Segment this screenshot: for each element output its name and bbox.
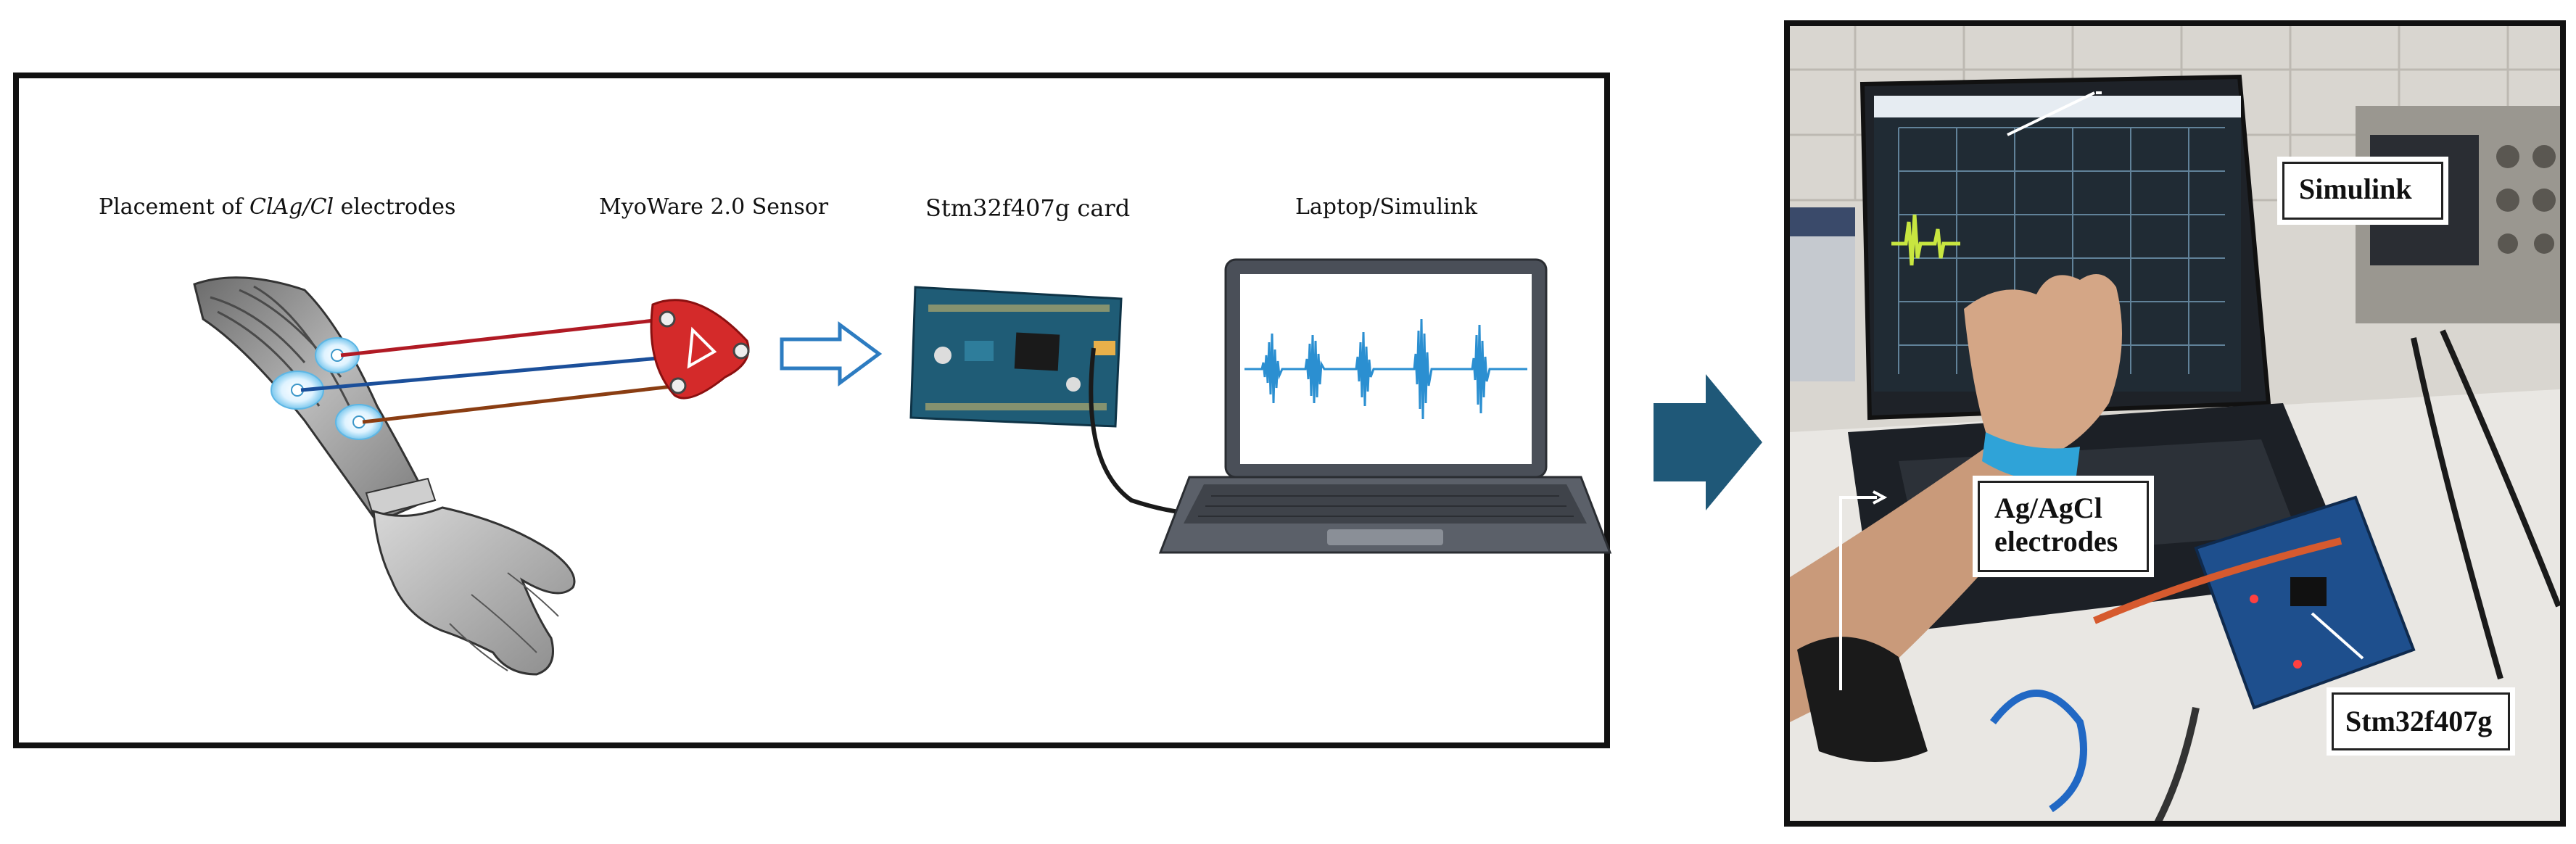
callout-electrodes-line2: electrodes [1994, 525, 2118, 558]
stage-label-sensor: MyoWare 2.0 Sensor [599, 194, 829, 220]
wire-brown [362, 384, 679, 424]
flow-arrow-icon [1654, 374, 1762, 510]
laptop-emg-icon [1158, 258, 1612, 554]
myoware-sensor-icon [650, 299, 750, 400]
callout-line-board [2311, 612, 2364, 660]
wire-red [340, 317, 668, 357]
stage-label-board: Stm32f407g card [925, 194, 1131, 222]
callout-electrodes: Ag/AgCl electrodes [1973, 476, 2154, 577]
callout-board: Stm32f407g [2327, 687, 2515, 756]
stage-label-electrodes: Placement of ClAg/Cl electrodes [99, 194, 456, 220]
stm32-board-icon [909, 286, 1123, 428]
emg-signal-trace [1244, 318, 1527, 420]
hollow-arrow-icon [780, 321, 883, 386]
wristband [1982, 432, 2080, 481]
callout-simulink: Simulink [2277, 157, 2448, 225]
stage-label-laptop: Laptop/Simulink [1295, 194, 1478, 220]
setup-photo: Simulink Ag/AgCl electrodes Stm32f407g [1784, 20, 2566, 827]
callout-line-electrodes [1839, 496, 1877, 690]
arm-electrodes-illustration [193, 276, 576, 676]
callout-line-simulink [2007, 91, 2095, 136]
callout-electrodes-line1: Ag/AgCl [1994, 492, 2102, 524]
